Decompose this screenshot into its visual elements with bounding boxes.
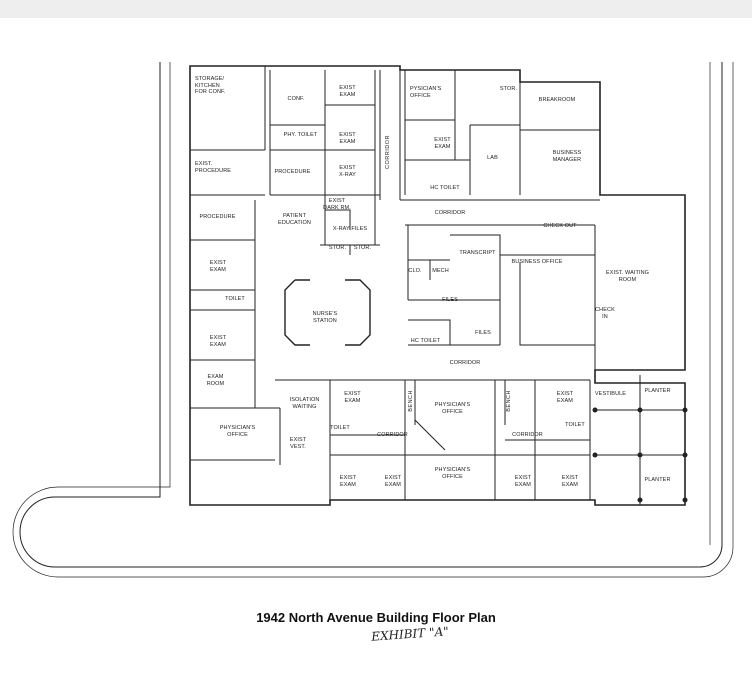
room-label: FILES	[442, 297, 458, 303]
room-label: PYSICIAN'S OFFICE	[410, 86, 442, 99]
room-label: HC TOILET	[410, 338, 441, 344]
room-label: EXIST EXAM	[209, 335, 227, 348]
site-boundary-inner	[12, 62, 734, 578]
room-label: BREAKROOM	[538, 97, 576, 103]
room-label: CORRIDOR	[512, 432, 543, 438]
room-label: TOILET	[330, 425, 350, 431]
room-label: HC TOILET	[430, 185, 460, 191]
room-label: EXIST EXAM	[339, 132, 356, 145]
room-label: PHYSICIAN'S OFFICE	[434, 402, 471, 415]
top-band	[0, 0, 752, 18]
room-label: FILES	[475, 330, 491, 336]
room-label: EXIST VEST.	[289, 437, 307, 450]
room-label: EXIST EXAM	[339, 85, 356, 98]
room-label: X-RAY FILES	[332, 226, 368, 232]
room-label: EXIST EXAM	[561, 475, 579, 488]
room-label: EXIST EXAM	[339, 475, 357, 488]
room-label: STOR.	[353, 245, 372, 251]
room-label: TOILET	[225, 296, 245, 302]
room-label: PHYSICIAN'S OFFICE	[219, 425, 256, 438]
room-label: PATIENT EDUCATION	[278, 213, 311, 226]
plan-title: 1942 North Avenue Building Floor Plan	[256, 610, 496, 625]
room-label: EXIST DARK RM.	[323, 198, 351, 211]
room-label: EXIST EXAM	[514, 475, 532, 488]
room-label: CLO.	[408, 268, 422, 274]
bench-label: BENCH	[506, 390, 512, 412]
room-label: STOR.	[328, 245, 347, 251]
room-label: VESTIBULE	[594, 391, 627, 397]
room-label: CHECK IN	[595, 307, 615, 320]
room-label: EXIST EXAM	[384, 475, 402, 488]
corridor-label-vertical: CORRIDOR	[385, 135, 391, 169]
room-label: EXIST EXAM	[209, 260, 227, 273]
room-label: TOILET	[565, 422, 585, 428]
room-label: NURSE'S STATION	[312, 311, 338, 324]
room-label: BUSINESS MANAGER	[552, 150, 582, 163]
room-label: PLANTER	[644, 388, 671, 394]
room-label: MECH	[432, 268, 449, 274]
room-label: PHY. TOILET	[283, 132, 318, 138]
nurse-station-left	[284, 279, 310, 346]
outer-wall	[189, 65, 686, 506]
site-boundary-left	[19, 62, 723, 568]
room-label: EXIST EXAM	[556, 391, 574, 404]
room-label: STORAGE/ KITCHEN FOR CONF.	[195, 76, 226, 95]
room-label: TRANSCRIPT	[459, 250, 496, 256]
room-label: EXIST X-RAY	[339, 165, 356, 178]
room-label: EXIST EXAM	[344, 391, 361, 404]
room-label: EXAM ROOM	[206, 374, 225, 387]
room-label: PROCEDURE	[274, 169, 311, 175]
room-label: LAB	[487, 155, 498, 161]
room-label: CHECK OUT	[543, 223, 577, 229]
room-label: CORRIDOR	[434, 210, 466, 216]
room-label: BUSINESS OFFICE	[511, 259, 563, 265]
room-label: PLANTER	[644, 477, 671, 483]
room-label: EXIST EXAM	[434, 137, 451, 150]
room-label: CORRIDOR	[449, 360, 481, 366]
room-label: PROCEDURE	[199, 214, 236, 220]
room-label: EXIST. PROCEDURE	[195, 161, 232, 174]
room-label: CONF.	[287, 96, 305, 102]
room-label: EXIST. WAITING ROOM	[605, 270, 650, 283]
bench-label: BENCH	[408, 390, 414, 412]
room-label: PHYSICIAN'S OFFICE	[434, 467, 471, 480]
room-label: ISOLATION WAITING	[289, 397, 320, 410]
room-label: STOR.	[499, 86, 518, 92]
room-label: CORRIDOR	[377, 432, 408, 438]
nurse-station-right	[345, 279, 371, 346]
